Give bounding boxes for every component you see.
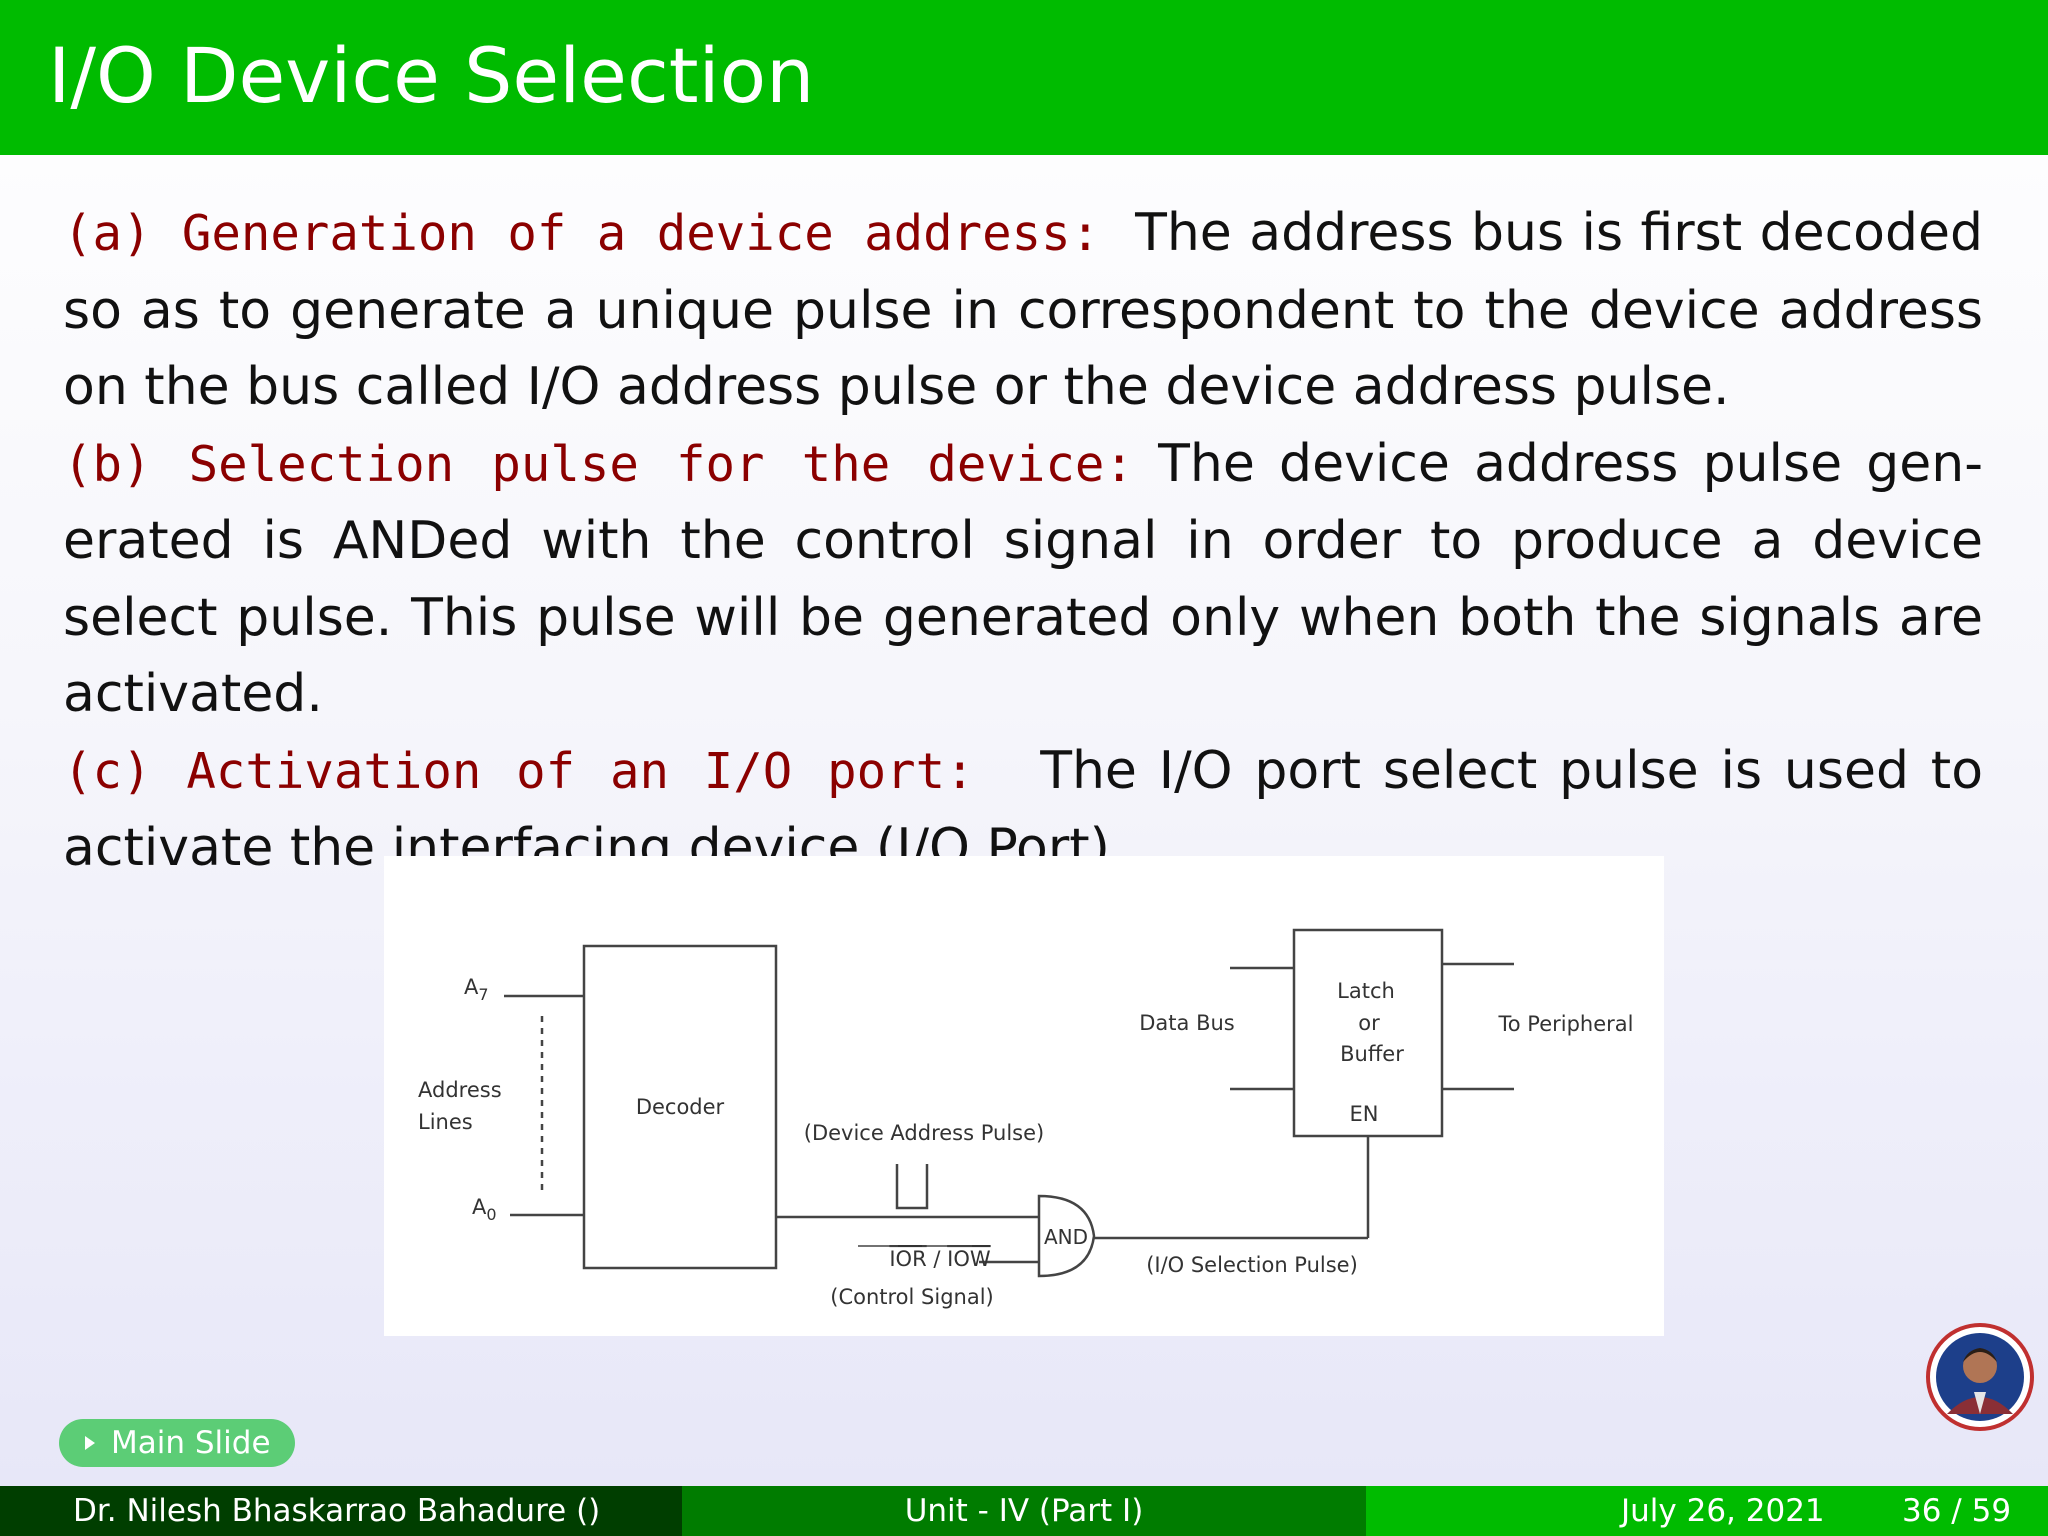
main-slide-button[interactable]: Main Slide bbox=[59, 1419, 295, 1467]
point-a: (a) Generation of a device address: The … bbox=[63, 195, 1983, 426]
footer-date: July 26, 2021 bbox=[1621, 1493, 1825, 1529]
control-signal-label: (Control Signal) bbox=[830, 1285, 993, 1309]
and-gate-label: AND bbox=[1044, 1225, 1088, 1249]
control-signal-name: IOR / IOW bbox=[889, 1247, 991, 1271]
a7-label: A7 bbox=[464, 975, 489, 1004]
footer-page-number: 36 / 59 bbox=[1902, 1493, 2012, 1529]
slide-title: I/O Device Selection bbox=[48, 31, 815, 120]
point-b-text: The device address pulse gen­erated is A… bbox=[63, 433, 1983, 725]
latch-label-2: or bbox=[1358, 1011, 1380, 1035]
enable-label: EN bbox=[1350, 1102, 1379, 1126]
point-c-label: (c) Activation of an I/O port: bbox=[63, 742, 975, 800]
data-bus-label: Data Bus bbox=[1139, 1011, 1234, 1035]
decoder-box bbox=[582, 944, 778, 1270]
device-address-pulse-symbol bbox=[895, 1164, 929, 1210]
academy-logo bbox=[1925, 1322, 2035, 1432]
footer-author: Dr. Nilesh Bhaskarrao Bahadure () bbox=[0, 1486, 682, 1536]
footer-unit: Unit - IV (Part I) bbox=[682, 1486, 1366, 1536]
decoder-label: Decoder bbox=[636, 1095, 725, 1119]
play-triangle-icon bbox=[85, 1436, 95, 1450]
latch-label-1: Latch bbox=[1337, 979, 1395, 1003]
address-lines-label-1: Address bbox=[418, 1078, 502, 1102]
latch-label-3: Buffer bbox=[1340, 1042, 1404, 1066]
title-bar: I/O Device Selection bbox=[0, 0, 2048, 155]
point-b-label: (b) Selection pulse for the device: bbox=[63, 435, 1134, 493]
device-address-pulse-label: (Device Address Pulse) bbox=[804, 1121, 1045, 1145]
address-lines-label-2: Lines bbox=[418, 1110, 473, 1134]
and-gate-shape bbox=[1037, 1194, 1096, 1278]
slide-content: (a) Generation of a device address: The … bbox=[63, 195, 1983, 887]
io-selection-diagram: A7 A0 Address Lines Decoder (Device Addr… bbox=[384, 856, 1664, 1336]
logo-svg bbox=[1926, 1323, 2034, 1431]
diagram-svg: A7 A0 Address Lines Decoder (Device Addr… bbox=[418, 928, 1634, 1309]
footer-bar: Dr. Nilesh Bhaskarrao Bahadure () Unit -… bbox=[0, 1486, 2048, 1536]
point-a-label: (a) Generation of a device address: bbox=[63, 205, 1101, 262]
latch-box bbox=[1292, 928, 1444, 1138]
to-peripheral-label: To Peripheral bbox=[1498, 1012, 1634, 1036]
footer-date-page: July 26, 2021 36 / 59 bbox=[1366, 1486, 2048, 1536]
io-selection-pulse-label: (I/O Selection Pulse) bbox=[1146, 1253, 1358, 1277]
point-a-text: The address bus is first de­coded so as … bbox=[63, 203, 1983, 417]
a0-label: A0 bbox=[472, 1195, 497, 1224]
point-b: (b) Selection pulse for the device: The … bbox=[63, 426, 1983, 733]
main-slide-label: Main Slide bbox=[111, 1425, 271, 1461]
